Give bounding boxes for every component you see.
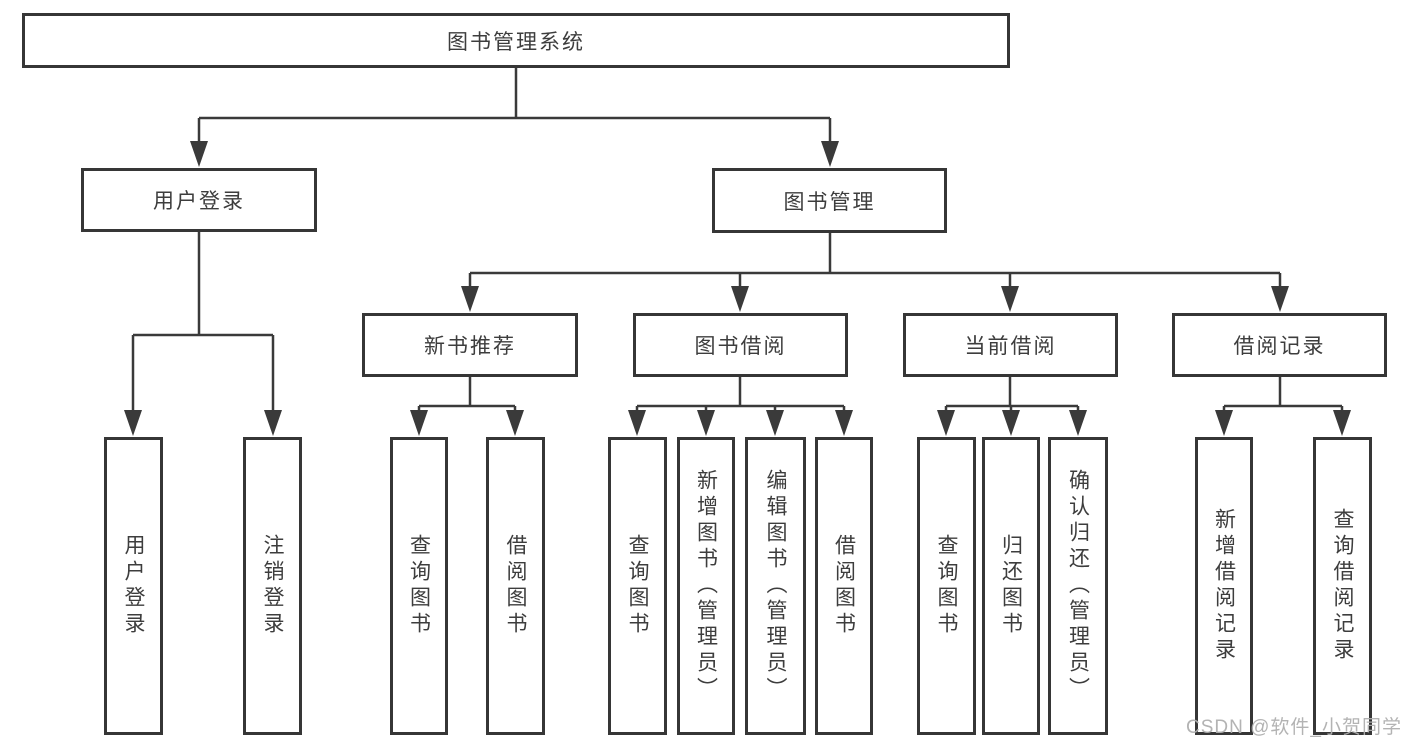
leaf-query-book-current: 查询图书: [917, 437, 976, 735]
node-book-borrow: 图书借阅: [633, 313, 848, 377]
node-current-borrow-label: 当前借阅: [964, 335, 1057, 358]
leaf-label: 查询图书: [626, 534, 649, 638]
leaf-label: 借阅图书: [504, 534, 527, 638]
leaf-label: 借阅图书: [832, 534, 856, 638]
leaf-label: 查询借阅记录: [1331, 508, 1354, 664]
leaf-label: 新增图书（管理员）: [694, 469, 718, 703]
leaf-label: 用户登录: [122, 534, 145, 638]
node-root: 图书管理系统: [22, 13, 1010, 68]
leaf-confirm-return-admin: 确认归还（管理员）: [1048, 437, 1108, 735]
leaf-return-book: 归还图书: [982, 437, 1040, 735]
leaf-add-borrow-record: 新增借阅记录: [1195, 437, 1253, 735]
leaf-edit-book-admin: 编辑图书（管理员）: [745, 437, 806, 735]
watermark: CSDN @软件_小贺同学: [1186, 717, 1402, 738]
leaf-user-login: 用户登录: [104, 437, 163, 735]
leaf-label: 查询图书: [935, 534, 958, 638]
node-book-borrow-label: 图书借阅: [694, 335, 787, 358]
node-borrow-records: 借阅记录: [1172, 313, 1387, 377]
leaf-add-book-admin: 新增图书（管理员）: [677, 437, 735, 735]
node-book-management: 图书管理: [712, 168, 947, 233]
node-current-borrow: 当前借阅: [903, 313, 1118, 377]
leaf-borrow-book: 借阅图书: [815, 437, 873, 735]
node-book-management-label: 图书管理: [783, 190, 876, 214]
node-new-book-recommend: 新书推荐: [362, 313, 578, 377]
node-user-login: 用户登录: [81, 168, 317, 232]
node-user-login-label: 用户登录: [153, 190, 245, 213]
leaf-label: 归还图书: [999, 534, 1023, 638]
leaf-borrow-book-recommend: 借阅图书: [486, 437, 545, 735]
leaf-label: 编辑图书（管理员）: [764, 469, 787, 703]
node-new-book-recommend-label: 新书推荐: [424, 335, 516, 358]
leaf-logout: 注销登录: [243, 437, 302, 735]
leaf-label: 查询图书: [407, 534, 431, 638]
leaf-query-book-recommend: 查询图书: [390, 437, 448, 735]
node-root-label: 图书管理系统: [447, 30, 585, 54]
leaf-label: 确认归还（管理员）: [1066, 469, 1090, 703]
leaf-label: 注销登录: [261, 534, 284, 638]
leaf-query-borrow-record: 查询借阅记录: [1313, 437, 1372, 735]
node-borrow-records-label: 借阅记录: [1233, 335, 1326, 358]
leaf-label: 新增借阅记录: [1212, 508, 1236, 664]
leaf-query-book-borrow: 查询图书: [608, 437, 667, 735]
